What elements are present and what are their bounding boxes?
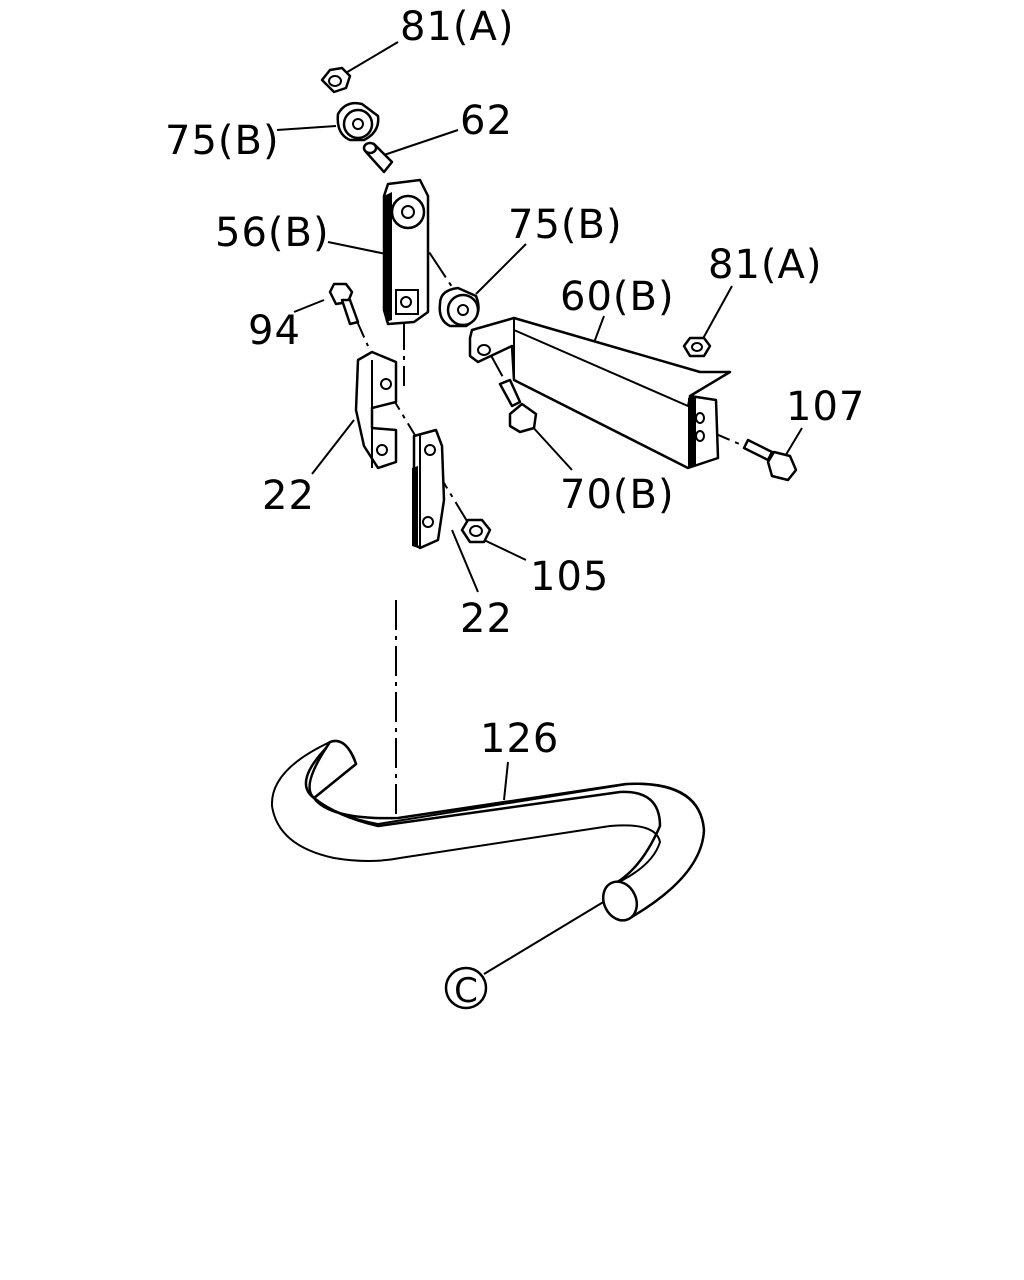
label-bolt-94: 94 [248,308,301,354]
label-nut-81a-right: 81(A) [708,242,822,288]
bolt-94 [328,282,360,326]
label-bushing-75b-mid: 75(B) [508,202,623,248]
ref-c-label: C [454,971,478,1011]
leader-lines [276,41,803,975]
label-bushing-75b-top: 75(B) [165,118,280,164]
bushing-75b-top [336,101,380,142]
bracket-60b [468,316,732,470]
label-bracket-60b: 60(B) [560,274,675,320]
bolt-70b [498,378,538,434]
label-bolt-70b: 70(B) [560,472,675,518]
collar-62 [362,141,394,174]
nut-81a-top [320,66,352,94]
bolt-107 [742,438,798,482]
link-56b [382,178,430,326]
nut-81a-right [682,336,712,358]
ref-c-marker: C [444,966,488,1011]
label-clamp-22-right: 22 [460,596,513,642]
label-nut-81a-top: 81(A) [400,4,514,50]
clamp-22-left [354,350,398,470]
label-stabilizer-bar-126: 126 [480,716,559,762]
nut-105 [460,518,492,544]
label-clamp-22-left: 22 [262,473,315,519]
label-link-56b: 56(B) [215,210,330,256]
clamp-22-right [412,428,446,550]
label-collar-62: 62 [460,98,513,144]
bushing-75b-mid [438,286,480,328]
label-bolt-107: 107 [786,384,865,430]
label-nut-105: 105 [530,554,609,600]
stabilizer-bar-126 [270,739,706,922]
